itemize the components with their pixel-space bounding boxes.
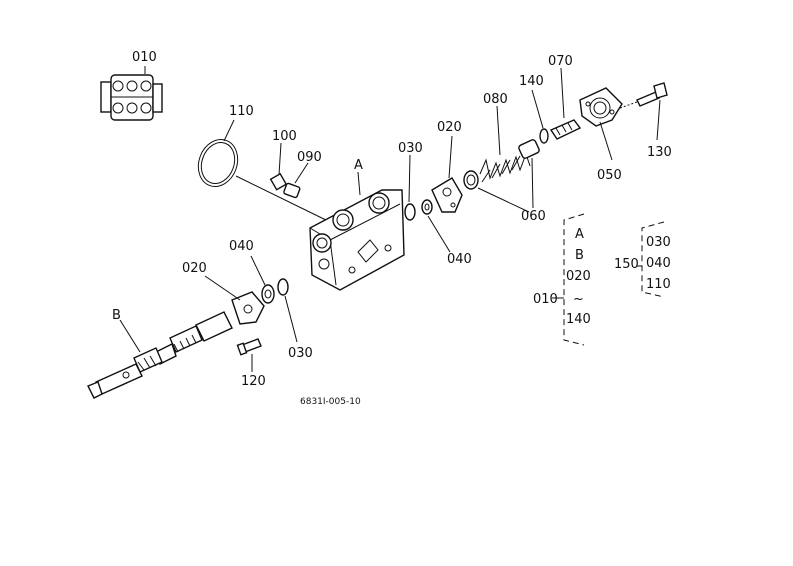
- flange-plate-020-lower: [204, 275, 265, 325]
- group1-name: 010: [533, 292, 558, 307]
- group-150-bracket: [637, 221, 665, 298]
- label-050: 050: [597, 168, 622, 183]
- label-090: 090: [297, 150, 322, 165]
- group2-item-030: 030: [646, 235, 671, 250]
- bolt-130: [619, 82, 668, 141]
- flange-plate-020-upper: [431, 135, 463, 213]
- seat-060: [477, 139, 540, 213]
- label-040-left: 040: [229, 239, 254, 254]
- ring-140: [531, 89, 549, 144]
- label-080: 080: [483, 92, 508, 107]
- label-020-lower: 020: [182, 261, 207, 276]
- group1-item-020: 020: [566, 269, 591, 284]
- label-100: 100: [272, 129, 297, 144]
- group1-item-140: 140: [566, 312, 591, 327]
- label-030-upper: 030: [398, 141, 423, 156]
- washer-040-left: [250, 255, 275, 304]
- plug-100: [269, 142, 288, 191]
- valve-assembly-thumbnail: [100, 66, 163, 121]
- spool-B: [87, 311, 233, 399]
- label-060: 060: [521, 209, 546, 224]
- spring-080: [479, 105, 531, 183]
- seal-ring-030-lower: [277, 278, 298, 343]
- group2-item-040: 040: [646, 256, 671, 271]
- adjusting-screw-070: [549, 67, 582, 140]
- label-A: A: [354, 158, 363, 173]
- drawing-code: 6831I-005-10: [300, 397, 361, 407]
- fitting-090: [283, 162, 309, 199]
- ring-060: [463, 170, 479, 190]
- valve-body: [309, 171, 405, 291]
- group2-name: 150: [614, 257, 639, 272]
- label-020-upper: 020: [437, 120, 462, 135]
- o-ring-110: [197, 119, 331, 223]
- label-140: 140: [519, 74, 544, 89]
- cover-cap-050: [579, 87, 623, 161]
- label-010: 010: [132, 50, 157, 65]
- label-030-lower: 030: [288, 346, 313, 361]
- label-040-right: 040: [447, 252, 472, 267]
- washer-040-right: [421, 199, 451, 253]
- group1-item-A: A: [575, 227, 584, 242]
- label-110: 110: [229, 104, 254, 119]
- label-130: 130: [647, 145, 672, 160]
- group1-tilde: ~: [573, 292, 584, 307]
- group1-item-B: B: [575, 248, 584, 263]
- label-070: 070: [548, 54, 573, 69]
- seal-ring-030-upper: [404, 154, 416, 221]
- label-120: 120: [241, 374, 266, 389]
- screw-120: [236, 338, 262, 372]
- group2-item-110: 110: [646, 277, 671, 292]
- group-010-bracket: [552, 213, 585, 346]
- label-B: B: [112, 308, 121, 323]
